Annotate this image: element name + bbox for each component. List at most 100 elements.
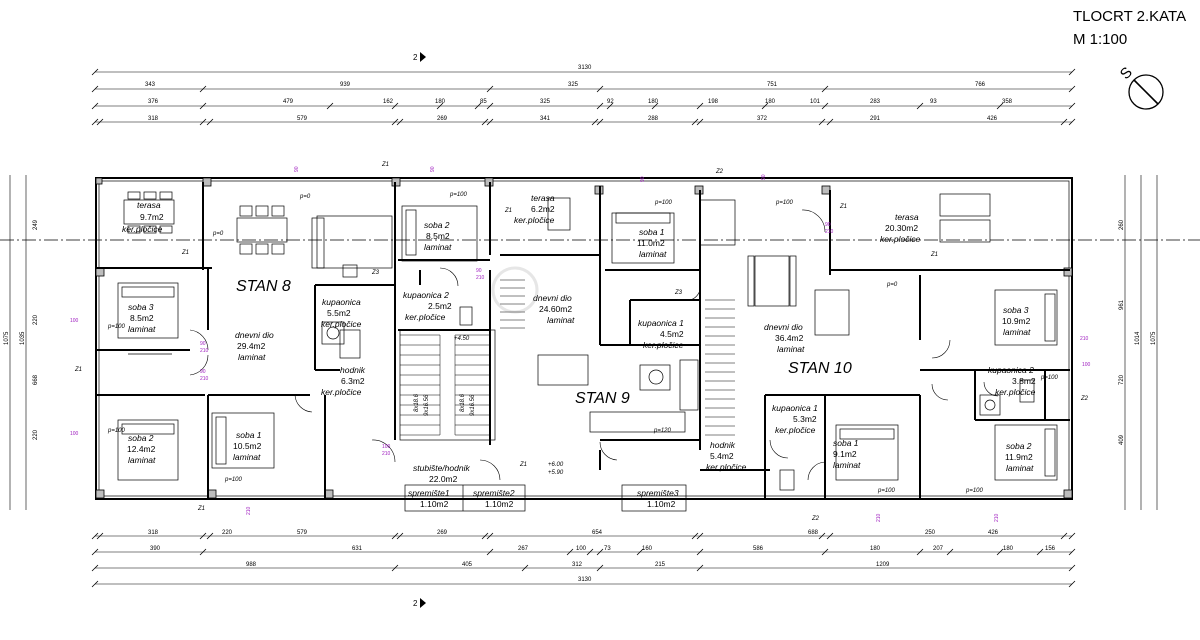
room-s9-terasa: terasa 6.2m2 ker.pločice: [514, 193, 555, 225]
svg-text:Z1: Z1: [839, 204, 847, 210]
room-stubiste: stubište/hodnik 22.0m2: [413, 463, 470, 484]
drawing-stroke: [761, 102, 769, 110]
svg-text:laminat: laminat: [233, 452, 261, 462]
drawing-stroke: [826, 532, 834, 540]
svg-text:ker.pločice: ker.pločice: [880, 234, 921, 244]
drawing-stroke: [91, 68, 99, 76]
svg-text:laminat: laminat: [639, 249, 667, 259]
svg-text:ker.pločice: ker.pločice: [122, 224, 163, 234]
drawing-stroke: [1068, 68, 1076, 76]
room-s9-dnevni: dnevni dio 24.60m2 laminat: [533, 293, 575, 325]
svg-text:22.0m2: 22.0m2: [429, 474, 458, 484]
drawing-stroke: [206, 532, 214, 540]
svg-text:215: 215: [655, 562, 666, 568]
drawing-stroke: [486, 548, 494, 556]
svg-text:5.4m2: 5.4m2: [710, 451, 734, 461]
dim-top-row3: 318 579 269 341 288 372 291 426: [148, 116, 998, 122]
drawing-stroke: [1068, 564, 1076, 572]
drawing-stroke: [474, 102, 482, 110]
drawing-stroke: [606, 102, 614, 110]
drawing-stroke: [481, 532, 489, 540]
drawing-stroke: [636, 548, 644, 556]
svg-text:4.5m2: 4.5m2: [660, 329, 684, 339]
dim-top-total: 3130: [578, 65, 592, 71]
svg-text:751: 751: [767, 82, 778, 88]
svg-text:laminat: laminat: [128, 324, 156, 334]
svg-text:soba 2: soba 2: [424, 220, 450, 230]
furniture: [117, 191, 1058, 491]
svg-text:12.4m2: 12.4m2: [127, 444, 156, 454]
drawing-stroke: [486, 118, 494, 126]
drawing-stroke: [199, 118, 207, 126]
section-marker-top: 2: [413, 52, 426, 62]
svg-text:Z1: Z1: [381, 162, 389, 168]
drawing-stroke: [199, 102, 207, 110]
svg-text:291: 291: [870, 116, 881, 122]
svg-text:spremište3: spremište3: [637, 488, 679, 498]
drawing-stroke: [486, 532, 494, 540]
svg-text:Z1: Z1: [181, 250, 189, 256]
drawing-stroke: [586, 548, 594, 556]
drawing-stroke: [596, 548, 604, 556]
svg-text:8x18.6: 8x18.6: [414, 393, 420, 412]
svg-text:250: 250: [925, 530, 936, 536]
dim-bottom-row3: 988 405 312 215 1209: [246, 562, 890, 568]
room-s10-terasa: terasa 20.30m2 ker.pločice: [880, 212, 921, 244]
svg-text:Z1: Z1: [504, 208, 512, 214]
svg-text:spremište2: spremište2: [473, 488, 515, 498]
svg-text:ker.pločice: ker.pločice: [643, 340, 684, 350]
plan-scale: M 1:100: [1073, 31, 1127, 48]
drawing-stroke: [596, 118, 604, 126]
dim-bottom-row2: 390 631 267 100 73 160 586 180 207 180 1…: [150, 546, 1056, 552]
svg-text:312: 312: [572, 562, 583, 568]
svg-text:409: 409: [1119, 434, 1125, 445]
svg-text:586: 586: [753, 546, 764, 552]
drawing-stroke: [436, 102, 444, 110]
room-s10-soba1: soba 1 9.1m2 laminat: [833, 438, 861, 470]
svg-text:laminat: laminat: [1006, 463, 1034, 473]
svg-text:90: 90: [476, 268, 482, 274]
svg-text:p=120: p=120: [653, 428, 672, 434]
drawing-stroke: [818, 118, 826, 126]
svg-text:372: 372: [757, 116, 768, 122]
svg-text:210: 210: [994, 513, 1000, 522]
drawing-stroke: [199, 85, 207, 93]
room-s8-dnevni: dnevni dio 29.4m2 laminat: [235, 330, 274, 362]
svg-text:stubište/hodnik: stubište/hodnik: [413, 463, 470, 473]
svg-text:+4.50: +4.50: [454, 336, 470, 342]
drawing-stroke: [996, 548, 1004, 556]
svg-text:101: 101: [810, 99, 821, 105]
svg-text:2: 2: [413, 599, 418, 608]
svg-text:100: 100: [70, 431, 79, 437]
svg-text:9x16.56: 9x16.56: [424, 394, 430, 416]
drawing-stroke: [391, 564, 399, 572]
svg-text:198: 198: [708, 99, 719, 105]
svg-text:p=100: p=100: [449, 192, 468, 198]
drawing-stroke: [391, 102, 399, 110]
svg-text:668: 668: [33, 374, 39, 385]
svg-text:180: 180: [870, 546, 881, 552]
dim-bottom-row1: 318 220 579 269 654 688 250 426: [148, 530, 999, 536]
drawing-stroke: [1060, 532, 1068, 540]
svg-text:p=100: p=100: [1040, 375, 1059, 381]
drawing-stroke: [486, 102, 494, 110]
svg-text:soba 1: soba 1: [639, 227, 665, 237]
svg-text:dnevni dio: dnevni dio: [764, 322, 803, 332]
room-s8-hodnik: hodnik 6.3m2 ker.pločice: [321, 365, 366, 397]
drawing-stroke: [91, 564, 99, 572]
svg-text:341: 341: [540, 116, 551, 122]
svg-text:terasa: terasa: [895, 212, 919, 222]
svg-text:ker.pločice: ker.pločice: [321, 387, 362, 397]
stan10-label: STAN 10: [788, 360, 852, 377]
room-s8-terasa: terasa 9.7m2 ker.pločice: [122, 200, 164, 234]
drawing-stroke: [946, 548, 954, 556]
svg-text:479: 479: [283, 99, 294, 105]
svg-text:p=100: p=100: [224, 477, 243, 483]
svg-text:269: 269: [437, 116, 448, 122]
plan-title: TLOCRT 2.KATA: [1073, 8, 1186, 25]
svg-text:laminat: laminat: [547, 315, 575, 325]
svg-text:p=100: p=100: [107, 324, 126, 330]
svg-text:343: 343: [145, 82, 156, 88]
svg-text:p=100: p=100: [107, 428, 126, 434]
